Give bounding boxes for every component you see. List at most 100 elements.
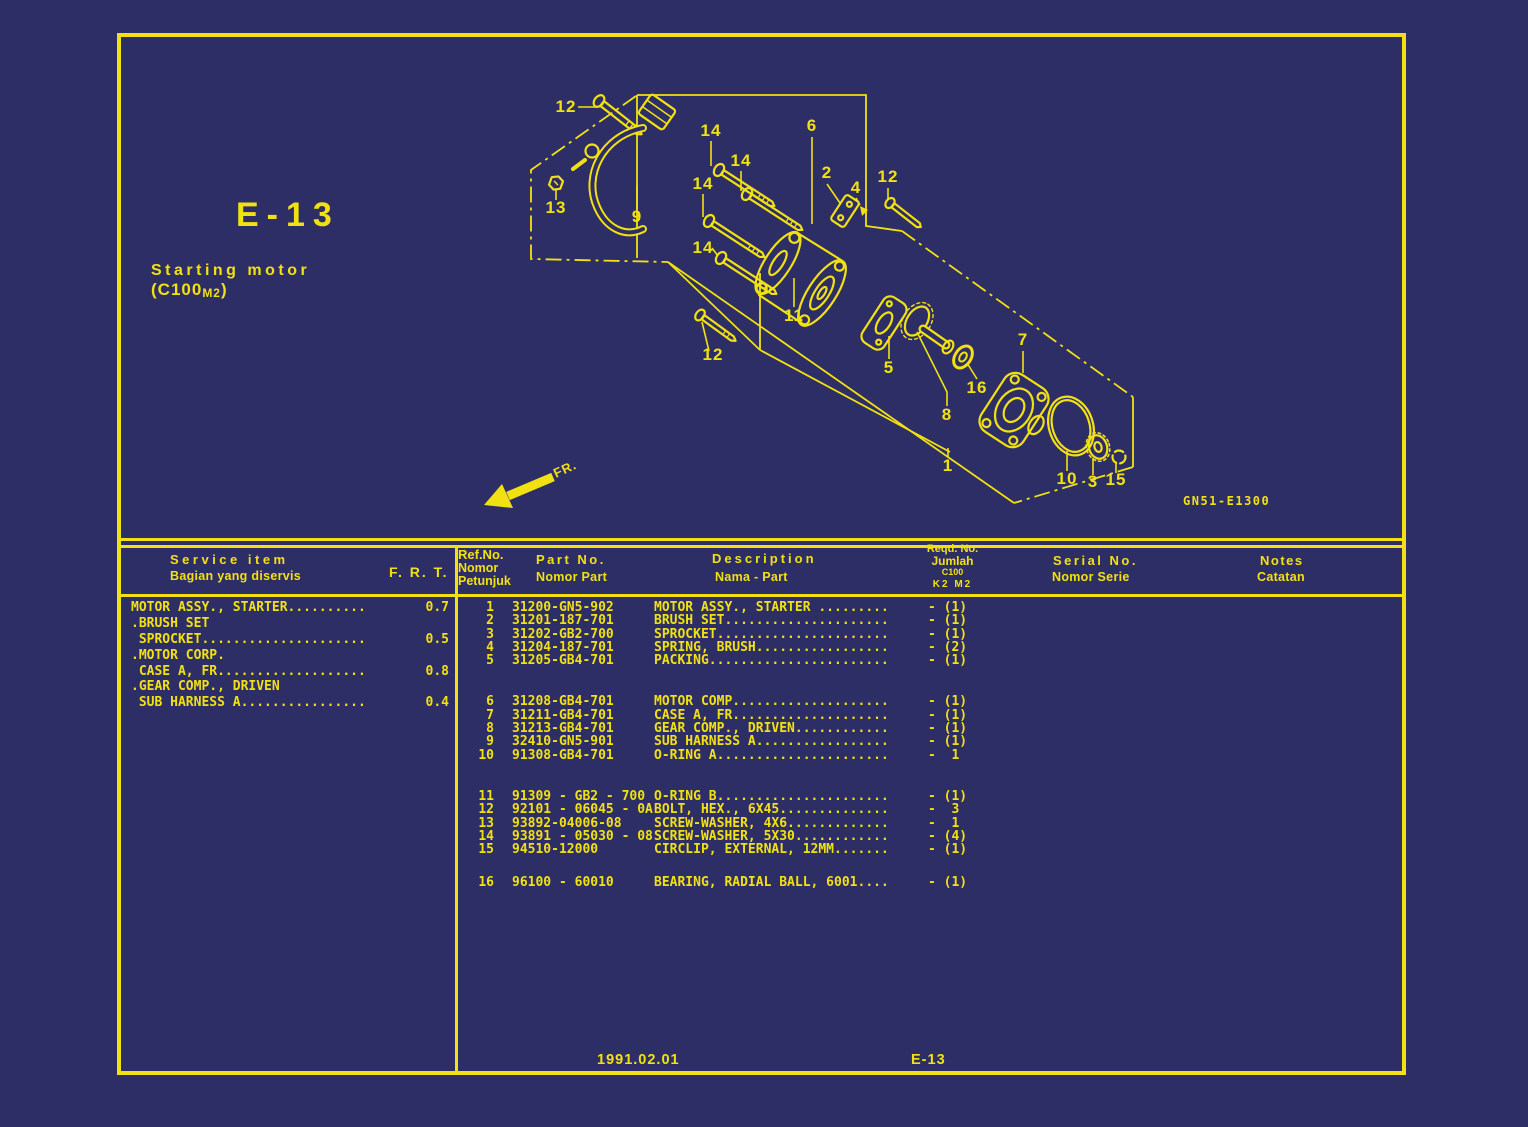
table-header-rule [121, 594, 1402, 597]
callout-13: 13 [546, 198, 567, 217]
part-qty: - (1) [928, 707, 968, 723]
motor-case-6 [757, 230, 847, 327]
callout-9: 9 [632, 207, 642, 226]
part-qty: - (1) [928, 788, 968, 804]
part-ref: 13 [478, 815, 494, 831]
notes-header-en: Notes [1260, 553, 1304, 568]
part-description: BRUSH SET..................... [654, 613, 889, 629]
desc-header-en: Description [712, 551, 817, 566]
brush-plate-2 [830, 194, 860, 228]
page-code: E-13 [236, 196, 340, 234]
part-description: CASE A, FR.................... [654, 707, 889, 723]
part-description: PACKING....................... [654, 653, 889, 669]
fr-arrow: FR. [484, 457, 579, 508]
ref-header: Ref.No. Nomor Petunjuk [458, 548, 511, 589]
part-qty: - 3 [928, 802, 960, 818]
callout-10: 10 [1057, 469, 1078, 488]
part-number: 31205-GB4-701 [512, 653, 614, 669]
part-description: SPRING, BRUSH................. [654, 639, 889, 655]
part-qty: - (1) [928, 626, 968, 642]
service-row: .BRUSH SET [131, 616, 449, 632]
oring-10 [1047, 395, 1095, 457]
table-top-rule-2 [121, 545, 1402, 548]
part-qty: - (1) [928, 653, 968, 669]
part-number: 93891 - 05030 - 08 [512, 828, 653, 844]
service-item-frt: 0.8 [425, 663, 449, 679]
screw-14-b [740, 186, 804, 232]
part-row: 1 31200-GN5-902 MOTOR ASSY., STARTER .....… [460, 600, 1000, 615]
service-row: .GEAR COMP., DRIVEN [131, 679, 449, 695]
service-item-name: .BRUSH SET [131, 615, 210, 631]
part-number: 96100 - 60010 [512, 875, 614, 891]
part-qty: - (1) [928, 842, 968, 858]
callout-5: 5 [884, 358, 894, 377]
service-row: MOTOR ASSY., STARTER..........0.7 [131, 600, 449, 616]
ref-header-id2: Petunjuk [458, 574, 511, 588]
qty-header-id: Jumlah [931, 553, 974, 568]
diagram-ref-code: GN51-E1300 [1183, 494, 1270, 508]
case-a-7 [978, 371, 1050, 449]
callout-6: 6 [807, 116, 817, 135]
sub-harness-9 [571, 93, 677, 237]
part-ref: 3 [486, 626, 494, 642]
desc-header-id: Nama - Part [715, 570, 788, 584]
bolt-12-lower [694, 308, 737, 342]
part-number: 31213-GB4-701 [512, 721, 614, 737]
part-number: 32410-GN5-901 [512, 734, 614, 750]
sprocket-3 [1085, 431, 1111, 463]
part-number: 31208-GB4-701 [512, 694, 614, 710]
part-number: 91308-GB4-701 [512, 747, 614, 763]
part-description: MOTOR COMP.................... [654, 694, 889, 710]
part-number: 31201-187-701 [512, 613, 614, 629]
model-close: ) [220, 280, 228, 299]
part-qty: - (2) [928, 639, 968, 655]
page-model: (C100M2) [151, 280, 228, 300]
part-qty: - (1) [928, 734, 968, 750]
parts-rows: 1 31200-GN5-902 MOTOR ASSY., STARTER .....… [460, 601, 1000, 890]
service-item-name: .GEAR COMP., DRIVEN [131, 679, 280, 695]
part-description: O-RING B...................... [654, 788, 889, 804]
callout-14: 14 [701, 121, 722, 140]
service-item-name: .MOTOR CORP. [131, 647, 225, 663]
part-qty: - (1) [928, 613, 968, 629]
fr-label: FR. [551, 457, 579, 481]
part-description: BEARING, RADIAL BALL, 6001.... [654, 875, 889, 891]
part-description: GEAR COMP., DRIVEN............ [654, 721, 889, 737]
page-border [117, 33, 1406, 1075]
bearing-16 [952, 344, 974, 370]
service-row: SUB HARNESS A................0.4 [131, 695, 449, 711]
callout-1: 1 [943, 456, 953, 475]
part-qty: - (1) [928, 600, 968, 615]
part-description: MOTOR ASSY., STARTER ......... [654, 600, 889, 615]
callout-12: 12 [556, 97, 577, 116]
part-number: 93892-04006-08 [512, 815, 622, 831]
callout-8: 8 [942, 405, 952, 424]
service-rows: MOTOR ASSY., STARTER..........0.7.BRUSH … [131, 600, 449, 711]
part-ref: 1 [486, 600, 494, 615]
part-qty: - 1 [928, 815, 960, 831]
part-ref: 11 [478, 788, 494, 804]
part-number: 31200-GN5-902 [512, 600, 614, 615]
part-qty: - (4) [928, 828, 968, 844]
callout-4: 4 [851, 178, 861, 197]
part-number: 31211-GB4-701 [512, 707, 614, 723]
part-number: 91309 - GB2 - 700 [512, 788, 646, 804]
packing-5 [860, 295, 908, 351]
circlip-15 [1111, 449, 1127, 465]
service-row: SPROCKET.....................0.5 [131, 632, 449, 648]
serial-header-id: Nomor Serie [1052, 570, 1130, 584]
part-description: SCREW-WASHER, 5X30............ [654, 828, 889, 844]
part-row: 6 31208-GB4-701 MOTOR COMP................… [460, 694, 1000, 710]
service-row: .MOTOR CORP. [131, 648, 449, 664]
part-description: O-RING A...................... [654, 747, 889, 763]
part-ref: 6 [486, 694, 494, 710]
ref-header-id1: Nomor [458, 560, 499, 575]
part-ref: 8 [486, 721, 494, 737]
driven-gear-8 [900, 301, 955, 355]
